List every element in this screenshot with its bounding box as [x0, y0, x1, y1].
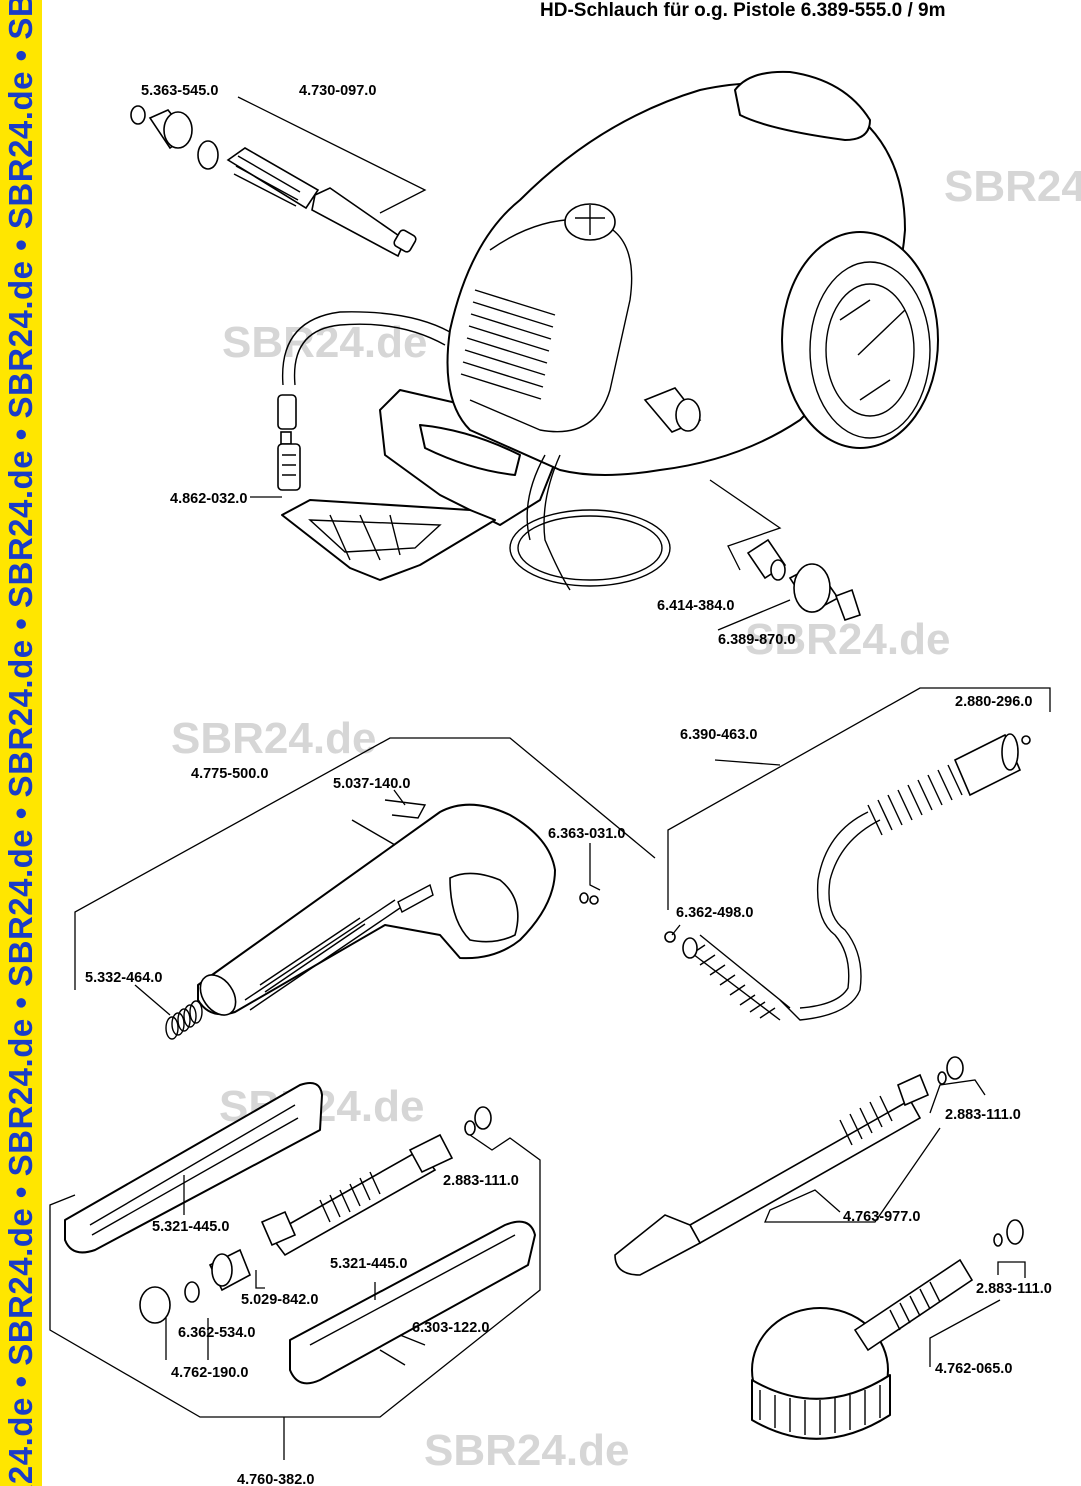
part-label: 5.321-445.0 — [152, 1219, 229, 1235]
part-label: 4.762-190.0 — [171, 1365, 248, 1381]
outlet-connector-parts — [746, 538, 862, 622]
part-label: 6.414-384.0 — [657, 598, 734, 614]
wash-brush — [751, 1219, 1024, 1440]
watermark: SBR24.de — [222, 318, 428, 367]
part-label: 4.730-097.0 — [299, 83, 376, 99]
part-label: 4.760-382.0 — [237, 1472, 314, 1486]
watermark: SBR24 — [944, 162, 1081, 211]
part-label: 4.862-032.0 — [170, 491, 247, 507]
part-label: 6.363-031.0 — [548, 826, 625, 842]
part-label: 6.303-122.0 — [412, 1320, 489, 1336]
leader-lines — [49, 96, 1051, 1460]
pressure-washer-unit — [281, 70, 939, 591]
watermark: SBR24.de — [424, 1426, 630, 1475]
part-label: 5.029-842.0 — [241, 1292, 318, 1308]
spray-lance-assembly — [64, 1082, 536, 1385]
side-stripe: SBR24.de • SBR24.de • SBR24.de • SBR24.d… — [0, 0, 42, 1486]
part-label: 2.880-296.0 — [955, 694, 1032, 710]
part-label: 5.037-140.0 — [333, 776, 410, 792]
spray-gun — [165, 799, 599, 1040]
part-label: 2.883-111.0 — [443, 1173, 519, 1189]
part-label: 4.775-500.0 — [191, 766, 268, 782]
watermark: SBR24.de — [745, 615, 951, 664]
part-labels: 5.363-545.0 4.730-097.0 4.862-032.0 6.41… — [85, 83, 1052, 1486]
part-label: 2.883-111.0 — [976, 1281, 1052, 1297]
suction-tube — [277, 394, 301, 491]
watermark: SBR24.de — [171, 714, 377, 763]
part-label: 5.332-464.0 — [85, 970, 162, 986]
part-label: 4.763-977.0 — [843, 1209, 920, 1225]
part-label: 2.883-111.0 — [945, 1107, 1021, 1123]
part-label: 6.390-463.0 — [680, 727, 757, 743]
rotor-nozzle — [614, 1056, 964, 1276]
part-label: 6.362-498.0 — [676, 905, 753, 921]
part-label: 4.762-065.0 — [935, 1361, 1012, 1377]
water-inlet-parts — [130, 105, 417, 258]
part-label: 5.321-445.0 — [330, 1256, 407, 1272]
part-label: 6.362-534.0 — [178, 1325, 255, 1341]
part-label: 6.389-870.0 — [718, 632, 795, 648]
page-title: HD-Schlauch für o.g. Pistole 6.389-555.0… — [540, 0, 946, 21]
high-pressure-hose — [664, 733, 1031, 1021]
part-label: 5.363-545.0 — [141, 83, 218, 99]
